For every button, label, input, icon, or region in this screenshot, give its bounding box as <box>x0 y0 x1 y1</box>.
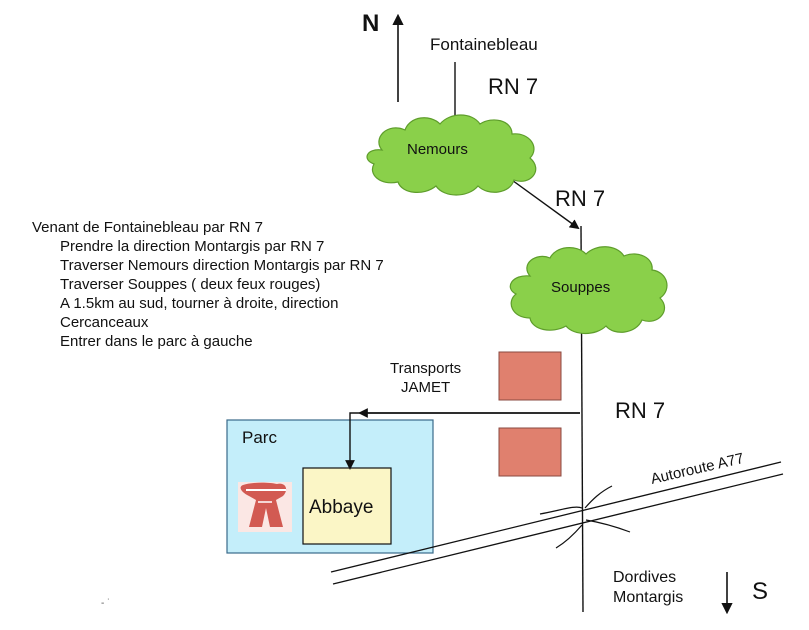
directions-step: Entrer dans le parc à gauche <box>60 333 253 350</box>
label-destinations: Dordives Montargis <box>613 568 683 608</box>
directions-step: Prendre la direction Montargis par RN 7 <box>60 238 325 255</box>
directions-step: A 1.5km au sud, tourner à droite, direct… <box>60 295 339 312</box>
interchange-slip-se <box>585 519 631 533</box>
abbey-logo-icon <box>238 482 292 532</box>
label-north: N <box>362 10 380 37</box>
building-transports-jamet <box>498 351 562 401</box>
label-south: S <box>752 578 769 605</box>
label-transports-line1: Transports <box>390 360 462 377</box>
label-rn7-top: RN 7 <box>488 74 539 99</box>
label-transports-line2: JAMET <box>400 379 451 396</box>
label-parc: Parc <box>242 428 277 447</box>
cloud-nemours <box>366 114 537 196</box>
interchange-slip-nw <box>539 506 583 515</box>
directions-step: Cercanceaux <box>60 314 149 331</box>
label-transports: Transports JAMET <box>390 359 461 397</box>
label-montargis: Montargis <box>613 589 684 606</box>
label-abbaye: Abbaye <box>309 497 374 518</box>
label-rn7-low: RN 7 <box>615 398 666 423</box>
building-unnamed <box>498 427 562 477</box>
interchange-slip-sw <box>555 524 583 549</box>
cloud-souppes <box>509 246 668 335</box>
label-nemours: Nemours <box>407 141 468 158</box>
label-dordives: Dordives <box>613 569 677 586</box>
directions-heading: Venant de Fontainebleau par RN 7 <box>32 219 263 236</box>
stray-marks: - ˙ <box>101 598 110 609</box>
label-souppes: Souppes <box>551 279 611 296</box>
directions-step: Traverser Souppes ( deux feux rouges) <box>60 276 321 293</box>
interchange-slip-ne <box>584 485 613 509</box>
label-fontainebleau: Fontainebleau <box>430 35 538 54</box>
autoroute-a77-line1 <box>330 461 782 573</box>
road-nemours-rn7 <box>504 174 580 230</box>
directions-text: Venant de Fontainebleau par RN 7 Prendre… <box>32 218 384 351</box>
label-rn7-mid: RN 7 <box>555 186 606 211</box>
autoroute-a77-line2 <box>332 473 784 585</box>
directions-step: Traverser Nemours direction Montargis pa… <box>60 257 384 274</box>
